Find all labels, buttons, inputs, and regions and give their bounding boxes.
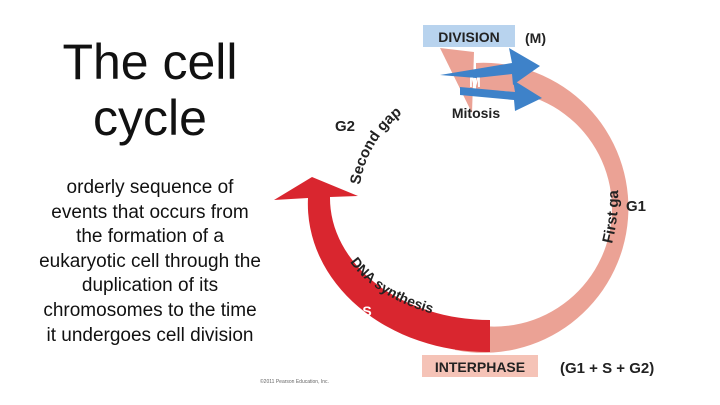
m-phase-arrow — [440, 48, 540, 85]
m-label: M — [469, 74, 481, 90]
g2-label: G2 — [335, 118, 355, 135]
mitosis-label: Mitosis — [452, 105, 500, 121]
g1-label: G1 — [626, 198, 646, 215]
second-gap-label: Second gap — [347, 103, 405, 185]
s-label: S — [362, 303, 371, 319]
division-box — [423, 25, 515, 47]
interphase-formula: (G1 + S + G2) — [560, 360, 654, 377]
m-phase-arrow-lower — [460, 80, 542, 111]
copyright-text: ©2011 Pearson Education, Inc. — [260, 378, 329, 385]
cell-cycle-diagram: DIVISION (M) M Mitosis G2 Second gap G1 … — [250, 0, 654, 385]
g2-arrowhead — [440, 48, 474, 113]
interphase-box — [422, 355, 538, 377]
slide-description: orderly sequence of events that occurs f… — [39, 177, 261, 346]
s-phase-arrow — [274, 177, 490, 353]
interphase-label: INTERPHASE — [435, 359, 525, 375]
division-label: DIVISION — [438, 29, 499, 45]
slide-title: The cell cycle — [62, 34, 238, 146]
second-gap-text: Second gap — [347, 103, 405, 185]
division-abbrev: (M) — [525, 30, 546, 46]
